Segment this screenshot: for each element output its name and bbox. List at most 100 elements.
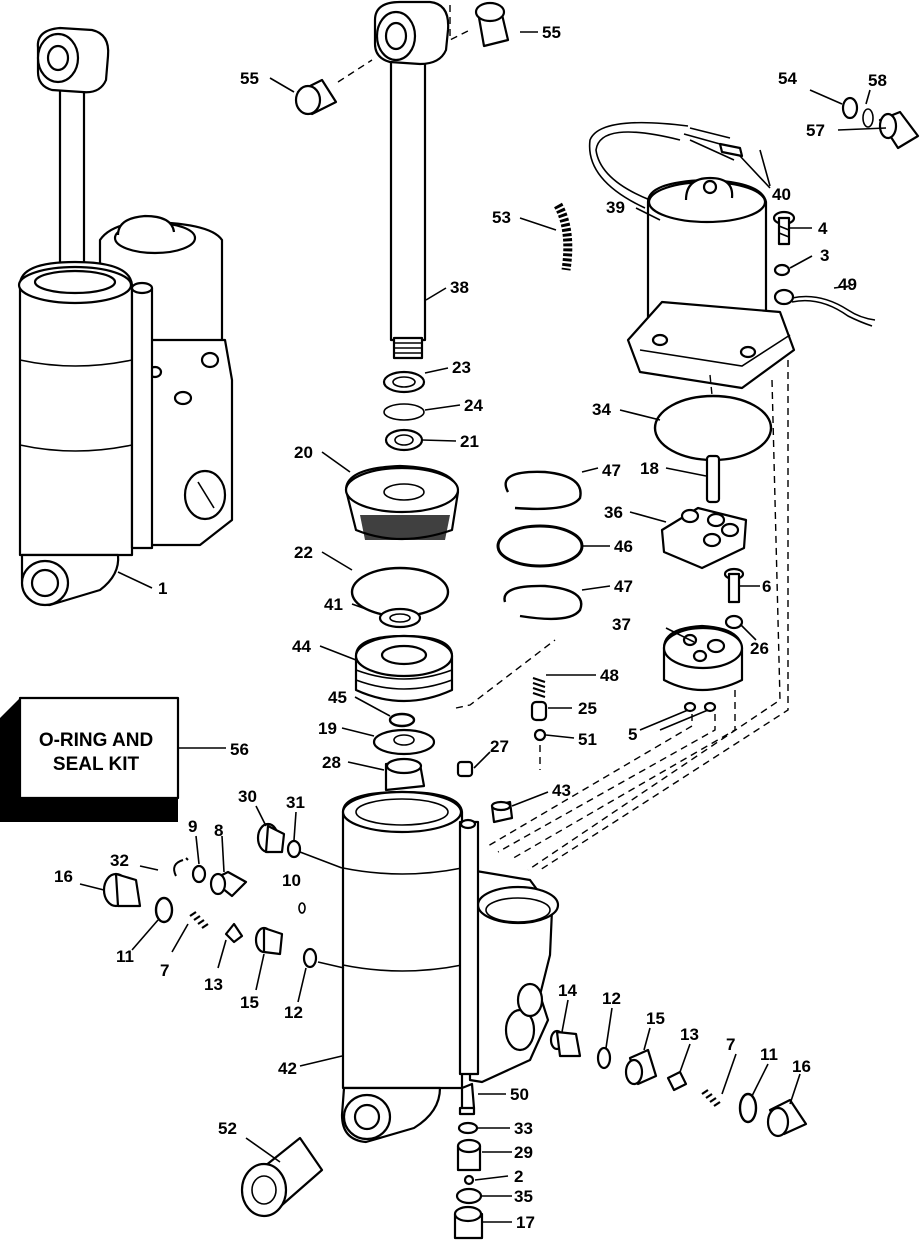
plug-27 <box>456 760 474 778</box>
callout-55-left: 55 <box>240 69 259 88</box>
callout-28: 28 <box>322 753 341 772</box>
callout-14: 14 <box>558 981 577 1000</box>
nut-28 <box>384 757 426 792</box>
oring-34 <box>653 394 773 462</box>
valve-8 <box>209 870 248 898</box>
callout-15-right: 15 <box>646 1009 665 1028</box>
screw-4 <box>772 210 796 246</box>
sleeve-57 <box>878 110 920 150</box>
pump-36 <box>660 506 748 570</box>
valve-14 <box>549 1029 582 1058</box>
oring-45 <box>388 712 416 728</box>
callout-44: 44 <box>292 637 311 656</box>
bushing-55-left <box>294 59 373 116</box>
callout-42: 42 <box>278 1059 297 1078</box>
callout-16-right: 16 <box>792 1057 811 1076</box>
seal-54 <box>841 96 859 120</box>
callout-20: 20 <box>294 443 313 462</box>
plug-16-left <box>102 872 142 908</box>
callout-36: 36 <box>604 503 623 522</box>
callout-1: 1 <box>158 579 167 598</box>
piston-44 <box>354 634 454 703</box>
cylinder-cap-20 <box>344 464 460 541</box>
oring-5a <box>683 701 697 713</box>
callout-13-right: 13 <box>680 1025 699 1044</box>
oring-58 <box>862 108 874 128</box>
seal-kit-box: O-RING AND SEAL KIT <box>0 696 226 822</box>
oring-11-left <box>154 896 174 924</box>
callout-17: 17 <box>516 1213 535 1232</box>
callout-11-right: 11 <box>760 1045 778 1064</box>
callout-55-top: 55 <box>542 23 561 42</box>
motor-39 <box>588 121 796 390</box>
callout-33: 33 <box>514 1119 533 1138</box>
seal-21 <box>384 428 424 452</box>
callout-9: 9 <box>188 817 197 836</box>
spring-7-right <box>701 1089 721 1107</box>
callout-15-left: 15 <box>240 993 259 1012</box>
valve-15-left <box>254 926 284 956</box>
callout-58: 58 <box>868 71 887 90</box>
seat-29 <box>456 1138 482 1172</box>
plug-16-right <box>766 1098 808 1138</box>
washer-41 <box>378 607 422 629</box>
oring-9 <box>191 864 207 884</box>
kit-label-line2: SEAL KIT <box>53 754 140 775</box>
washer-19 <box>372 728 436 756</box>
ball-51 <box>533 728 547 742</box>
wire-49 <box>773 288 876 327</box>
callout-53: 53 <box>492 208 511 227</box>
washer-3 <box>773 263 791 277</box>
ball-2 <box>463 1174 475 1186</box>
callout-49: 49 <box>838 275 857 294</box>
ring-46 <box>496 524 584 568</box>
callout-34: 34 <box>592 400 611 419</box>
callout-43: 43 <box>552 781 571 800</box>
piston-rod-38 <box>373 0 471 360</box>
callout-2: 2 <box>514 1167 523 1186</box>
oring-10 <box>298 902 306 914</box>
callout-3: 3 <box>820 246 829 265</box>
callout-50: 50 <box>510 1085 529 1104</box>
plug-30 <box>256 822 286 854</box>
housing-42 <box>340 790 560 1144</box>
callout-30: 30 <box>238 787 257 806</box>
plug-17 <box>453 1205 484 1240</box>
callout-38: 38 <box>450 278 469 297</box>
callout-52: 52 <box>218 1119 237 1138</box>
callout-46: 46 <box>614 537 633 556</box>
pump-37 <box>662 624 744 692</box>
callout-25: 25 <box>578 699 597 718</box>
callout-51: 51 <box>578 730 597 749</box>
callout-48: 48 <box>600 666 619 685</box>
hose-53 <box>554 202 573 271</box>
callout-11-left: 11 <box>116 947 134 966</box>
oring-33 <box>457 1121 479 1135</box>
seal-23 <box>382 370 426 394</box>
callout-13-left: 13 <box>204 975 223 994</box>
callout-19: 19 <box>318 719 337 738</box>
callout-16-left: 16 <box>54 867 73 886</box>
pin-18 <box>705 454 721 504</box>
ring-47-bottom <box>503 584 583 621</box>
callout-32: 32 <box>110 851 129 870</box>
oring-11-right <box>738 1092 758 1124</box>
callout-57: 57 <box>806 121 825 140</box>
callout-47-bottom: 47 <box>614 577 633 596</box>
screw-6 <box>723 567 745 604</box>
leader-lines <box>79 31 887 1223</box>
callout-21: 21 <box>460 432 479 451</box>
oring-5b <box>703 701 717 713</box>
kit-label-line1: O-RING AND <box>39 730 153 751</box>
washer-26 <box>724 614 744 630</box>
assembled-tilt-trim-unit <box>17 26 234 607</box>
ring-47-top <box>504 470 582 511</box>
check-valve-50 <box>458 1082 476 1116</box>
valve-25 <box>530 700 548 722</box>
oring-24 <box>383 403 425 421</box>
poppet-13-left <box>224 922 244 944</box>
callout-24: 24 <box>464 396 483 415</box>
oring-12-right <box>596 1046 612 1070</box>
